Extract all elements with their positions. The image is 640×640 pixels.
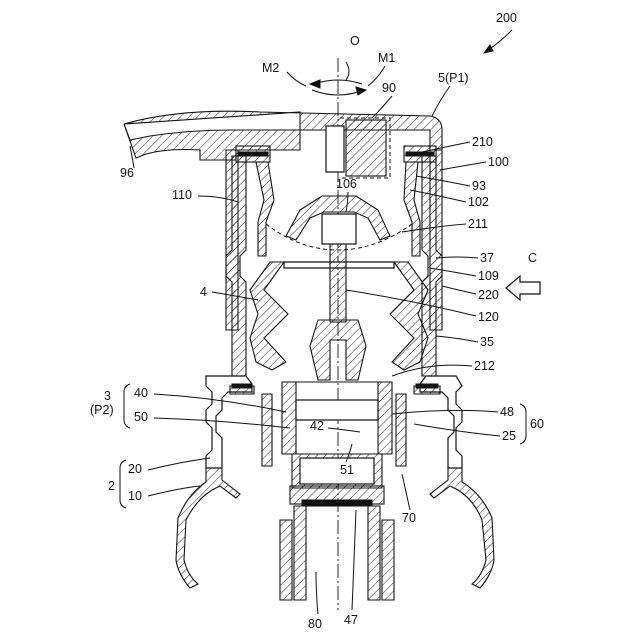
leader-100 xyxy=(440,162,486,170)
label-210: 210 xyxy=(472,135,493,149)
label-110: 110 xyxy=(172,188,192,202)
cylinder-40-left xyxy=(282,382,296,454)
label-120: 120 xyxy=(478,310,499,324)
label-212: 212 xyxy=(474,359,495,373)
label-80: 80 xyxy=(308,617,322,631)
rotation-arrowhead-right xyxy=(356,87,366,95)
label-109: 109 xyxy=(478,269,499,283)
m2-leader xyxy=(287,72,306,86)
label-51: 51 xyxy=(340,463,354,477)
leader-37 xyxy=(436,257,478,258)
label-25: 25 xyxy=(502,429,516,443)
bracket-60 xyxy=(520,404,526,444)
tube-holder-right xyxy=(382,520,394,600)
label-2: 2 xyxy=(108,479,115,493)
bracket-3 xyxy=(124,384,130,428)
view-label-c: C xyxy=(528,251,537,265)
label-106: 106 xyxy=(336,177,357,191)
label-20: 20 xyxy=(128,462,142,476)
label-70: 70 xyxy=(402,511,416,525)
label-3: 3 xyxy=(104,389,111,403)
rotation-label-m1: M1 xyxy=(378,51,395,65)
bellows-left-folds xyxy=(250,262,288,370)
dip-tube xyxy=(280,506,394,600)
inner-part-90 xyxy=(346,120,386,176)
top-seal-black-band xyxy=(406,152,434,156)
top-seal-black-band-left xyxy=(238,152,268,156)
bottle-shoulder-right xyxy=(430,468,494,588)
label-40: 40 xyxy=(134,386,148,400)
leader-42 xyxy=(328,428,360,432)
dip-tube-left xyxy=(294,506,306,600)
leader-80 xyxy=(316,572,318,614)
label-90: 90 xyxy=(382,81,396,95)
label-93: 93 xyxy=(472,179,486,193)
axis-o-leader xyxy=(346,62,349,80)
leader-220 xyxy=(442,286,476,294)
dip-tube-right xyxy=(368,506,380,600)
tube-holder-left xyxy=(280,520,292,600)
label-50: 50 xyxy=(134,410,148,424)
figure-number: 200 xyxy=(496,11,517,25)
bottle-shoulder-left xyxy=(176,468,240,588)
label-48: 48 xyxy=(500,405,514,419)
gasket-left-black xyxy=(232,384,252,388)
stem-shaft xyxy=(330,244,346,322)
leader-35 xyxy=(436,336,478,342)
figure-number-arrowhead xyxy=(484,45,493,53)
check-valve-base xyxy=(290,486,384,504)
leader-5 xyxy=(432,86,450,116)
nozzle-body xyxy=(124,124,300,160)
label-10: 10 xyxy=(128,489,142,503)
label-60: 60 xyxy=(530,417,544,431)
label-5-p1: 5(P1) xyxy=(438,71,469,85)
leader-48 xyxy=(392,410,498,414)
leader-47 xyxy=(352,510,356,610)
bracket-2 xyxy=(120,460,126,508)
label-211: 211 xyxy=(468,217,488,231)
figure-number-group: 200 xyxy=(484,11,517,53)
label-37: 37 xyxy=(480,251,494,265)
label-p2: (P2) xyxy=(90,403,114,417)
label-35: 35 xyxy=(480,335,494,349)
leader-70 xyxy=(402,474,410,510)
view-arrow-c-shape xyxy=(506,276,540,300)
inner-wall-left xyxy=(256,162,274,256)
valve-chamber xyxy=(296,400,378,420)
inner-key xyxy=(326,126,344,172)
valve-core xyxy=(322,214,356,244)
label-47: 47 xyxy=(344,613,358,627)
inner-cup-wall-left xyxy=(262,394,272,466)
inner-cup-wall-right xyxy=(396,394,406,466)
rotation-arrowhead-left xyxy=(310,80,320,88)
label-100: 100 xyxy=(488,155,509,169)
view-arrow-c: C xyxy=(506,251,540,300)
label-220: 220 xyxy=(478,288,499,302)
gasket-right-black xyxy=(416,384,438,388)
axis-label-o: O xyxy=(350,34,360,48)
actuator-head xyxy=(124,111,442,330)
label-102: 102 xyxy=(468,195,489,209)
label-4: 4 xyxy=(200,285,207,299)
lower-assembly xyxy=(206,376,462,506)
rotation-label-m2: M2 xyxy=(262,61,279,75)
figure-number-leader xyxy=(488,30,512,50)
check-valve-inner xyxy=(300,458,374,484)
label-42: 42 xyxy=(310,419,324,433)
label-96: 96 xyxy=(120,166,134,180)
leader-20 xyxy=(148,458,210,470)
cylinder-40-right xyxy=(378,382,392,454)
